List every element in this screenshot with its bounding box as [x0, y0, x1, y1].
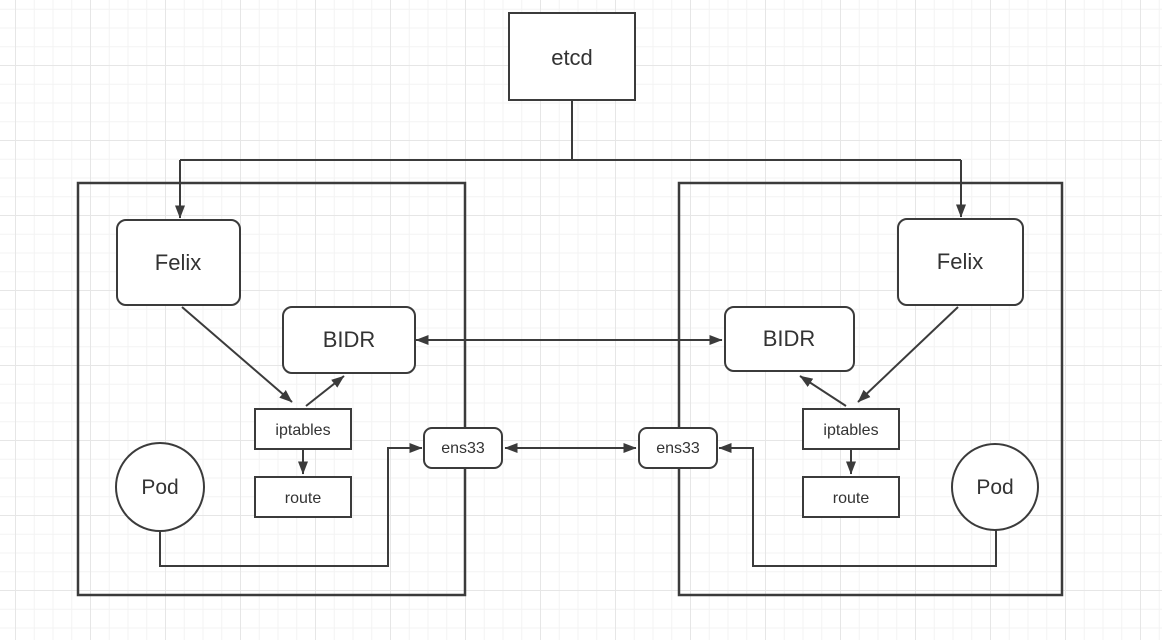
node2-box [677, 181, 1064, 597]
route-box-right [802, 476, 900, 518]
arrow-felix-to-iptables-left [181, 306, 293, 403]
route-label-left: route [285, 490, 322, 507]
felix-box-right [897, 218, 1024, 306]
ens33-box-left [423, 427, 503, 469]
bidr-box-right [724, 306, 855, 372]
iptables-label-right: iptables [823, 422, 878, 439]
ens33-label-right: ens33 [656, 440, 700, 457]
node1-box [76, 181, 467, 597]
diagram-geometry [76, 12, 1064, 597]
arrow-felix-to-iptables-right [857, 306, 959, 403]
felix-label-right: Felix [937, 249, 983, 274]
felix-box-left [116, 219, 241, 306]
route-label-right: route [833, 490, 870, 507]
pod-label-left: Pod [141, 476, 178, 499]
route-box-left [254, 476, 352, 518]
arrow-iptables-to-bidr-left [305, 375, 345, 407]
pod-circle-right [951, 443, 1039, 531]
etcd-box [508, 12, 636, 101]
bidr-box-left [282, 306, 416, 374]
arrow-pod-to-ens33-left [159, 443, 423, 567]
iptables-box-left [254, 408, 352, 450]
arrow-iptables-to-bidr-right [799, 375, 847, 407]
pod-label-right: Pod [976, 476, 1013, 499]
diagram-labels: etcd Felix BIDR iptables route Pod ens33… [141, 45, 1013, 507]
iptables-box-right [802, 408, 900, 450]
iptables-label-left: iptables [275, 422, 330, 439]
arrow-pod-to-ens33-right [718, 443, 997, 567]
etcd-label: etcd [551, 45, 593, 70]
ens33-box-right [638, 427, 718, 469]
bidr-label-left: BIDR [323, 327, 376, 352]
ens33-label-left: ens33 [441, 440, 485, 457]
bidr-label-right: BIDR [763, 326, 816, 351]
felix-label-left: Felix [155, 250, 201, 275]
pod-circle-left [115, 442, 205, 532]
